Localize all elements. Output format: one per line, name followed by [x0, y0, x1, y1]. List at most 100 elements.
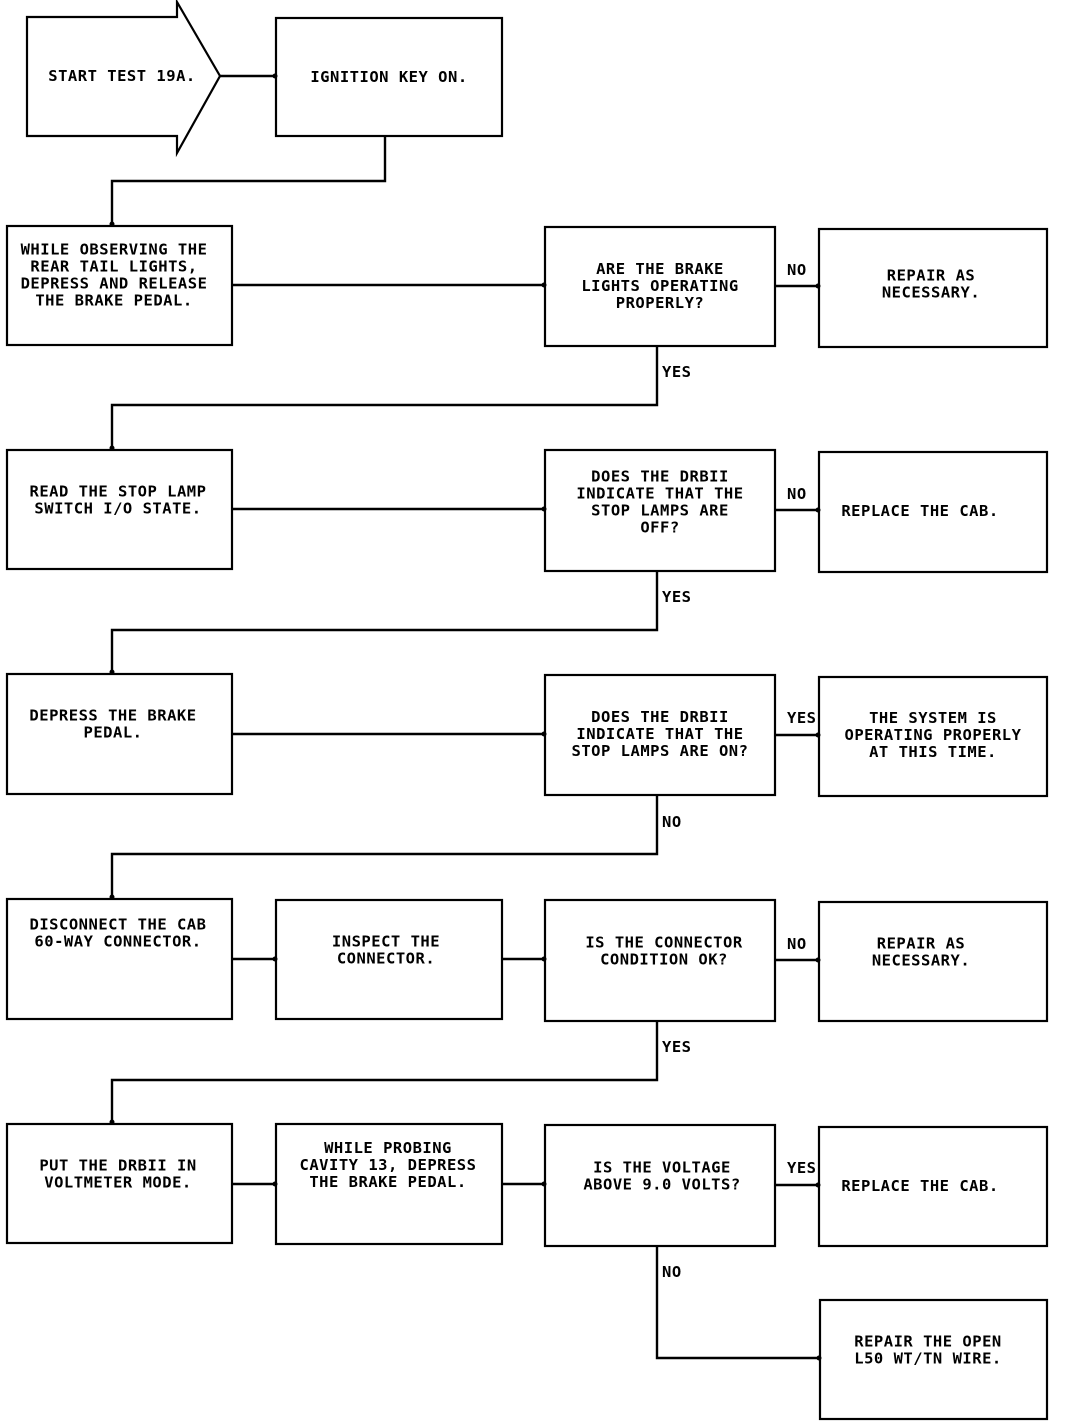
arrow-head — [109, 445, 115, 451]
text-line: NECESSARY. — [872, 952, 970, 970]
text-line: PEDAL. — [84, 724, 143, 742]
text-line: AT THIS TIME. — [869, 743, 997, 761]
text-line: OPERATING PROPERLY — [845, 726, 1022, 744]
arrow-head — [815, 507, 821, 513]
ignition-text: IGNITION KEY ON. — [310, 68, 467, 86]
text-line: OFF? — [640, 519, 679, 537]
text-line: STOP LAMPS ARE ON? — [572, 742, 749, 760]
text-line: REAR TAIL LIGHTS, — [30, 258, 197, 276]
arrow-head — [272, 1181, 278, 1187]
arrow-head — [272, 73, 278, 79]
arrow-head — [815, 957, 821, 963]
box-repair-open — [818, 1298, 1049, 1421]
text-line: IS THE CONNECTOR — [585, 934, 742, 952]
label-voltage-no: NO — [662, 1263, 682, 1281]
text-line: IS THE VOLTAGE — [593, 1159, 731, 1177]
label-voltage-yes: YES — [787, 1159, 817, 1177]
text-line: INSPECT THE — [332, 933, 440, 951]
arrow-head — [815, 283, 821, 289]
box-replace-1 — [817, 450, 1049, 574]
arrow-heads — [109, 73, 822, 1361]
box-repair-2 — [817, 900, 1049, 1023]
replace-1-text: REPLACE THE CAB. — [841, 502, 998, 520]
label-off-no: NO — [787, 485, 807, 503]
box-question-voltage — [543, 1123, 777, 1248]
arrow-head — [109, 221, 115, 227]
label-brake-no: NO — [787, 261, 807, 279]
text-line: CONDITION OK? — [600, 951, 728, 969]
box-inspect — [274, 898, 504, 1021]
node-texts: START TEST 19A. IGNITION KEY ON. WHILE O… — [21, 67, 1022, 1368]
text-line: REPAIR AS — [877, 935, 966, 953]
text-line: DOES THE DRBII — [591, 468, 729, 486]
text-line: REPAIR THE OPEN — [854, 1333, 1001, 1351]
text-line: REPAIR AS — [887, 267, 976, 285]
label-brake-yes: YES — [662, 363, 692, 381]
text-line: DISCONNECT THE CAB — [30, 916, 207, 934]
arrow-head — [541, 956, 547, 962]
text-line: SWITCH I/O STATE. — [34, 500, 201, 518]
arrow-head — [109, 1119, 115, 1125]
box-read-switch — [5, 448, 234, 571]
text-line: INDICATE THAT THE — [576, 485, 743, 503]
connector-connector-yes — [110, 1021, 659, 1124]
text-line: NECESSARY. — [882, 284, 980, 302]
text-line: CAVITY 13, DEPRESS — [300, 1156, 477, 1174]
label-off-yes: YES — [662, 588, 692, 606]
connector-brake-yes — [110, 346, 659, 450]
connectors — [110, 74, 820, 1360]
text-line: IGNITION KEY ON. — [310, 68, 467, 86]
label-connector-no: NO — [787, 935, 807, 953]
arrow-head — [541, 282, 547, 288]
arrow-head — [816, 1355, 822, 1361]
box-question-connector — [543, 898, 777, 1023]
text-line: PUT THE DRBII IN — [39, 1157, 196, 1175]
box-replace-2 — [817, 1125, 1049, 1248]
text-line: WHILE PROBING — [324, 1139, 452, 1157]
text-line: ABOVE 9.0 VOLTS? — [583, 1176, 740, 1194]
arrow-head — [272, 956, 278, 962]
connector-off-yes — [110, 571, 659, 674]
text-line: DOES THE DRBII — [591, 708, 729, 726]
text-line: THE BRAKE PEDAL. — [35, 292, 192, 310]
box-voltmeter — [5, 1122, 234, 1245]
text-line: PROPERLY? — [616, 294, 705, 312]
arrow-head — [541, 1181, 547, 1187]
box-observe — [5, 224, 234, 347]
label-on-yes: YES — [787, 709, 817, 727]
box-question-off — [543, 448, 777, 573]
text-line: VOLTMETER MODE. — [44, 1174, 191, 1192]
connector-on-no — [110, 795, 659, 899]
text-line: INDICATE THAT THE — [576, 725, 743, 743]
text-line: STOP LAMPS ARE — [591, 502, 729, 520]
label-on-no: NO — [662, 813, 682, 831]
text-line: THE BRAKE PEDAL. — [309, 1173, 466, 1191]
box-question-brake — [543, 225, 777, 348]
text-line: LIGHTS OPERATING — [581, 277, 738, 295]
box-probe — [274, 1122, 504, 1246]
text-line: CONNECTOR. — [337, 950, 435, 968]
arrow-head — [815, 732, 821, 738]
text-line: READ THE STOP LAMP — [30, 483, 207, 501]
text-line: DEPRESS THE BRAKE — [29, 707, 196, 725]
label-connector-yes: YES — [662, 1038, 692, 1056]
start-arrow-shape — [25, 0, 222, 158]
replace-2-text: REPLACE THE CAB. — [841, 1177, 998, 1195]
arrow-head — [541, 731, 547, 737]
connector-voltage-no — [655, 1246, 820, 1360]
